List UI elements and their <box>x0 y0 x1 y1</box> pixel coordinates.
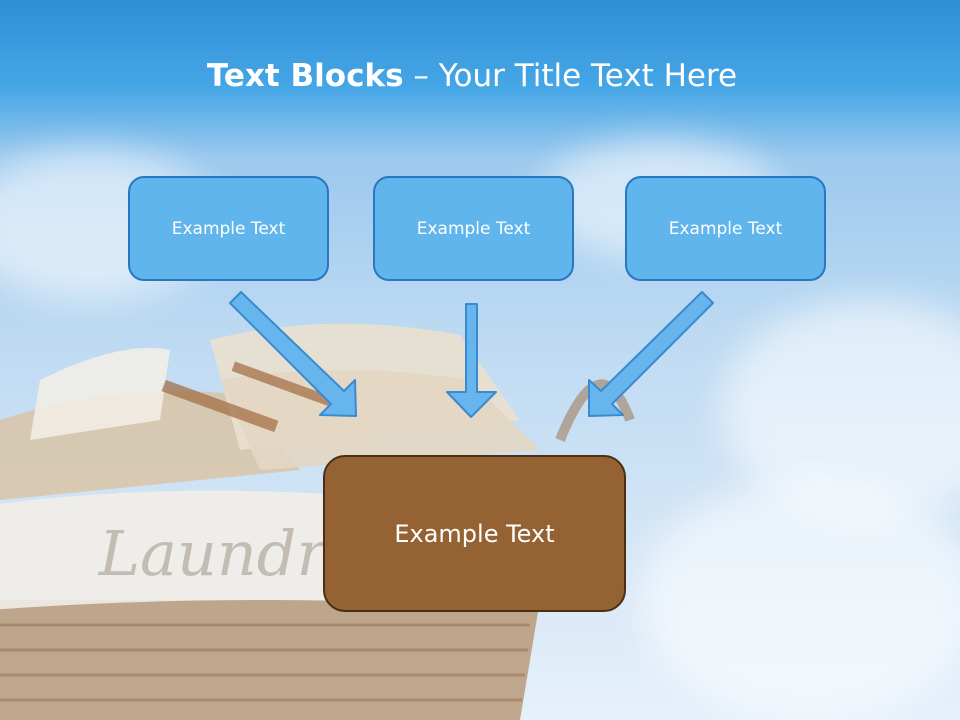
text-block-3-label: Example Text <box>668 218 783 239</box>
text-block-1: Example Text <box>128 176 329 281</box>
arrow-right <box>588 291 714 417</box>
text-block-2-label: Example Text <box>416 218 531 239</box>
slide-title: Text Blocks – Your Title Text Here <box>0 56 944 96</box>
text-block-1-label: Example Text <box>171 218 286 239</box>
target-block-label: Example Text <box>394 519 555 548</box>
title-rest: – Your Title Text Here <box>413 58 738 94</box>
title-bold: Text Blocks <box>206 58 404 94</box>
arrow-middle <box>446 303 497 418</box>
cloud <box>640 480 960 720</box>
arrow-left <box>229 291 357 417</box>
basket-word: Laundry <box>98 517 362 590</box>
text-block-2: Example Text <box>373 176 574 281</box>
target-block: Example Text <box>323 455 626 612</box>
text-block-3: Example Text <box>625 176 826 281</box>
